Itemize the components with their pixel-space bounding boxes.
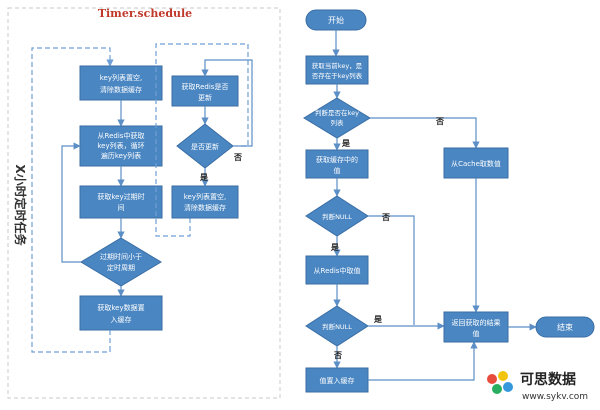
no2-label: 否 — [381, 213, 390, 222]
left-diamond-line1: 过期时间小于 — [100, 252, 142, 261]
left-box4-line2: 入缓存 — [111, 315, 132, 324]
arrow-no1 — [370, 117, 480, 149]
logo-mark-icon — [487, 371, 513, 394]
sub-box2-line1: key列表置空, — [184, 192, 226, 201]
diamond-null-1: 判断NULL — [305, 195, 369, 237]
left-diamond-line2: 定时周期 — [107, 263, 135, 272]
box-redis-value: 从Redis中取值 — [305, 255, 369, 285]
box-return-line1: 返回获取的结果 — [452, 318, 501, 327]
left-box4-line1: 获取key数据置 — [97, 303, 144, 312]
left-box-expire-time: 获取key过期时 间 — [79, 185, 163, 219]
sub-box2-line2: 清除数据缓存 — [184, 203, 226, 212]
watermark-brand: 可思数据 — [520, 371, 576, 387]
left-box3-line2: 间 — [118, 204, 125, 212]
left-box2-line1: 从Redis中获取 — [98, 131, 145, 140]
left-box1-line1: key列表置空, — [100, 73, 142, 82]
d1-line1: 判断是否在key — [315, 108, 359, 117]
panel-title: Timer.schedule — [98, 7, 192, 20]
subflow-dashed-loop — [155, 43, 249, 237]
no3-label: 否 — [333, 351, 342, 360]
sub-box1-line1: 获取Redis是否 — [182, 82, 229, 91]
left-box-put-cache: 获取key数据置 入缓存 — [79, 295, 163, 331]
yes3-label: 是 — [373, 314, 382, 324]
end-label: 结束 — [557, 322, 573, 332]
box-cache-value: 获取缓存中的 值 — [305, 149, 369, 179]
sub-yes-label: 是 — [199, 172, 208, 182]
sub-no-label: 否 — [233, 153, 242, 162]
arrow-sub-no — [201, 59, 253, 147]
start-label: 开始 — [328, 15, 344, 25]
sub-diamond-label: 是否更新 — [191, 142, 219, 151]
d1-line2: 列表 — [331, 118, 345, 127]
box-key-line2: 否存在于key列表 — [312, 71, 363, 80]
diamond-in-key-list: 判断是否在key 列表 — [303, 97, 371, 139]
d3-label: 判断NULL — [322, 322, 352, 331]
left-box2-line3: 遍历key列表 — [101, 151, 141, 160]
box-db-label: 从Cache取数值 — [451, 159, 501, 168]
box-cache-line2: 值 — [334, 166, 341, 175]
end-terminal: 结束 — [535, 316, 595, 338]
svg-text:X小时定时任务: X小时定时任务 — [13, 164, 28, 246]
timer-panel — [7, 7, 281, 399]
side-label: X小时定时任务 — [13, 164, 28, 246]
box-cache-line1: 获取缓存中的 — [316, 155, 358, 164]
yes1-label: 是 — [341, 138, 350, 148]
arrow-loop-back — [61, 142, 81, 263]
watermark-logo: 可思数据 www.sykv.com — [487, 371, 588, 402]
arrow-no2 — [368, 215, 415, 325]
box-redis-label: 从Redis中取值 — [314, 266, 361, 275]
left-box1-line2: 清除数据缓存 — [100, 85, 142, 94]
left-box-clear-cache: key列表置空, 清除数据缓存 — [79, 65, 163, 101]
sub-box1-line2: 更新 — [198, 93, 212, 102]
d2-label: 判断NULL — [322, 212, 352, 221]
box-put-cache: 值置入缓存 — [305, 367, 369, 393]
diamond-null-2: 判断NULL — [305, 305, 369, 347]
box-return-line2: 值 — [473, 329, 480, 338]
outer-loop-line — [31, 47, 114, 353]
box-key-line1: 获取当前key，是 — [312, 61, 363, 70]
left-box3-line1: 获取key过期时 — [97, 192, 144, 201]
arrow-put-to-return — [368, 341, 478, 381]
box-return-result: 返回获取的结果 值 — [443, 311, 509, 343]
sub-box-clear-cache: key列表置空, 清除数据缓存 — [171, 185, 239, 219]
left-box2-line2: key列表，循环 — [97, 141, 144, 150]
box-get-key: 获取当前key，是 否存在于key列表 — [305, 55, 369, 85]
start-terminal: 开始 — [305, 9, 367, 31]
watermark-url: www.sykv.com — [522, 392, 588, 402]
sub-diamond-updated: 是否更新 — [176, 123, 234, 169]
box-put-label: 值置入缓存 — [320, 376, 355, 385]
box-db-value: 从Cache取数值 — [443, 147, 509, 179]
sub-box-redis-updated: 获取Redis是否 更新 — [171, 75, 239, 107]
left-diamond-expire-check: 过期时间小于 定时周期 — [80, 237, 162, 287]
yes2-label: 是 — [330, 242, 339, 252]
left-box-iterate-keys: 从Redis中获取 key列表，循环 遍历key列表 — [79, 125, 163, 167]
no1-label: 否 — [435, 117, 444, 126]
